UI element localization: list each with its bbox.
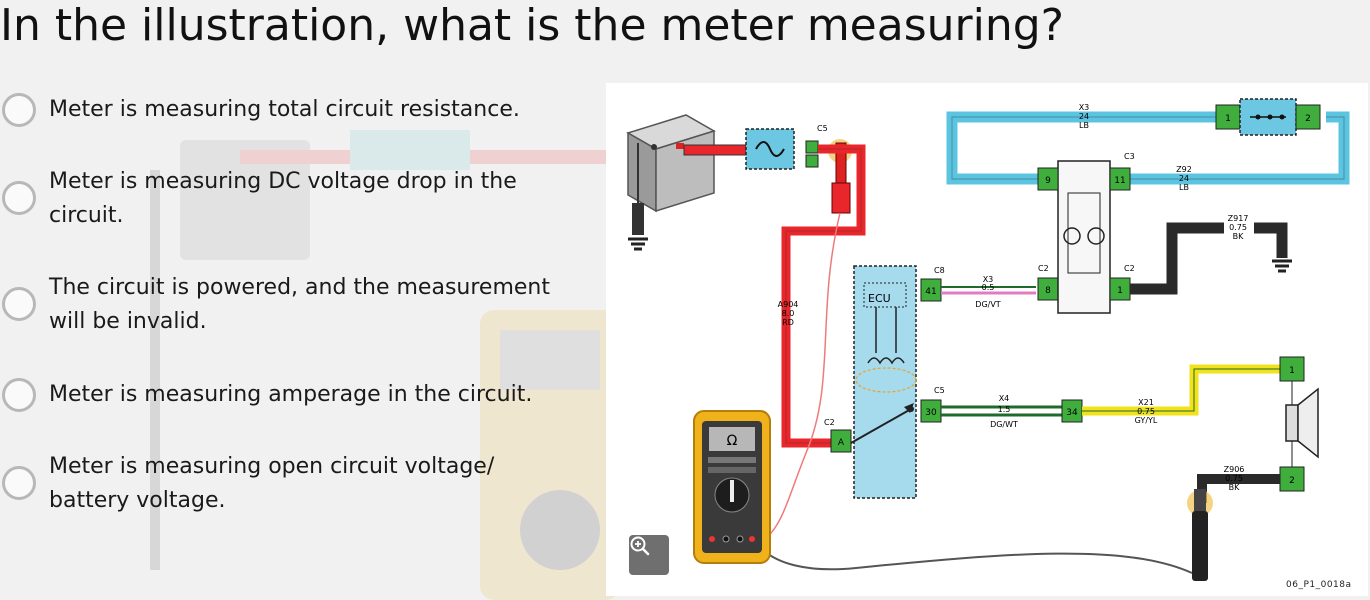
label-x3-mid-color: DG/VT — [975, 300, 1001, 309]
pin-1-top: 1 — [1225, 114, 1231, 124]
pin-9: 9 — [1045, 176, 1051, 186]
pin-a: A — [838, 438, 845, 448]
label-a904-size: 8.0 — [782, 309, 795, 318]
label-z917-id: Z917 — [1228, 214, 1249, 223]
radio-button[interactable] — [2, 466, 36, 500]
label-z917-color: BK — [1233, 232, 1244, 241]
label-c2-mid: C2 — [1038, 264, 1049, 273]
question-title: In the illustration, what is the meter m… — [0, 0, 1065, 51]
fuse-icon — [745, 128, 795, 170]
label-x21-color: GY/YL — [1135, 416, 1158, 425]
label-a904-id: A904 — [778, 300, 799, 309]
pin-34: 34 — [1066, 408, 1078, 418]
pin-8: 8 — [1045, 286, 1051, 296]
pin-1-c2: 1 — [1117, 286, 1123, 296]
circuit-illustration: C5 A904 8.0 RD C2 A ECU — [606, 83, 1368, 596]
speaker-icon — [1285, 387, 1319, 459]
pin-2-top: 2 — [1305, 114, 1311, 124]
label-x21-size: 0.75 — [1137, 407, 1155, 416]
option-4[interactable]: Meter is measuring amperage in the circu… — [0, 378, 600, 412]
label-z906-color: BK — [1229, 483, 1240, 492]
label-x3-top-id: X3 — [1079, 103, 1090, 112]
pin-41: 41 — [925, 287, 936, 297]
option-text: Meter is measuring amperage in the circu… — [49, 382, 533, 407]
option-5[interactable]: Meter is measuring open circuit voltage/… — [0, 450, 600, 518]
option-1[interactable]: Meter is measuring total circuit resista… — [0, 93, 600, 127]
label-z92-color: LB — [1179, 183, 1189, 192]
label-z92-size: 24 — [1179, 174, 1189, 183]
label-c8: C8 — [934, 266, 945, 275]
label-x21-id: X21 — [1138, 398, 1154, 407]
option-text: The circuit is powered, and the measurem… — [49, 275, 550, 334]
ground-symbol-icon — [1272, 259, 1292, 273]
ground-symbol-icon — [628, 143, 648, 251]
figure-code: 06_P1_0018a — [1286, 580, 1352, 590]
relay-block — [1057, 160, 1111, 314]
pin-11: 11 — [1114, 176, 1125, 186]
radio-button[interactable] — [2, 287, 36, 321]
label-x3-top-color: LB — [1079, 121, 1089, 130]
label-x3-top-size: 24 — [1079, 112, 1089, 121]
zoom-in-icon — [630, 536, 650, 556]
ecu-module: ECU — [850, 265, 917, 499]
multimeter-icon: Ω — [693, 410, 771, 564]
label-a904-color: RD — [782, 318, 794, 327]
option-text: Meter is measuring open circuit voltage/… — [49, 454, 495, 513]
label-ecu: ECU — [868, 292, 891, 305]
pin-30: 30 — [925, 408, 937, 418]
label-c2-left: C2 — [824, 418, 835, 427]
label-z906-size: 0.75 — [1225, 474, 1243, 483]
option-3[interactable]: The circuit is powered, and the measurem… — [0, 271, 600, 339]
radio-button[interactable] — [2, 181, 36, 215]
pin-2-speaker: 2 — [1289, 476, 1295, 486]
label-x4-id: X4 — [999, 394, 1010, 403]
option-text: Meter is measuring total circuit resista… — [49, 97, 520, 122]
label-z917-size: 0.75 — [1229, 223, 1247, 232]
meter-display-reading: Ω — [727, 433, 738, 449]
label-x4-color: DG/WT — [990, 420, 1018, 429]
wiring-diagram: C5 A904 8.0 RD C2 A ECU — [626, 98, 1350, 581]
option-2[interactable]: Meter is measuring DC voltage drop in th… — [0, 165, 600, 233]
label-c3: C3 — [1124, 152, 1135, 161]
option-text: Meter is measuring DC voltage drop in th… — [49, 169, 517, 228]
label-c2-right: C2 — [1124, 264, 1135, 273]
radio-button[interactable] — [2, 93, 36, 127]
pin-1-speaker: 1 — [1289, 366, 1295, 376]
label-z906-id: Z906 — [1224, 465, 1245, 474]
label-c5-top: C5 — [817, 124, 828, 133]
label-z92-id: Z92 — [1176, 165, 1192, 174]
label-x4-size: 1.5 — [998, 405, 1011, 414]
zoom-button[interactable] — [629, 535, 669, 575]
label-x3-mid-size: 0.5 — [982, 283, 995, 292]
radio-button[interactable] — [2, 378, 36, 412]
label-c5-mid: C5 — [934, 386, 945, 395]
battery-icon — [626, 114, 716, 213]
label-x3-mid-id: X3 — [983, 275, 994, 284]
